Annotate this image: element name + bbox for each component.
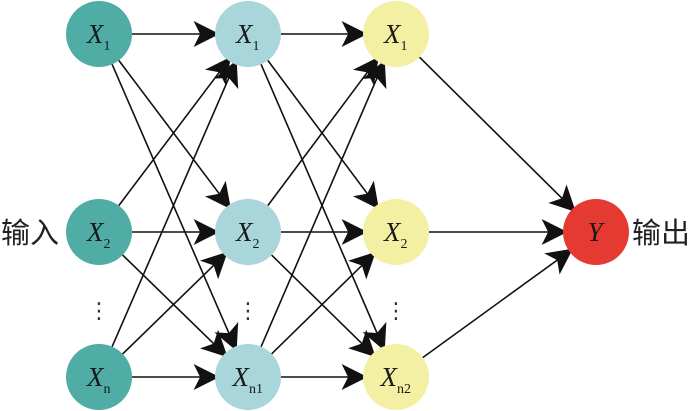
node-h2-1: X1 [363,1,429,67]
node-in-n: Xn [66,344,132,410]
node-h1-1: X1 [215,1,281,67]
node-h1-2: X2 [215,199,281,265]
node-label: X1 [235,19,260,54]
edge-h1-2-to-h2-1 [267,56,379,207]
node-h2-n2: Xn2 [363,344,429,410]
node-label: Xn [86,362,111,397]
node-label: X2 [235,217,260,252]
input-ellipsis: ⋮ [88,299,110,324]
edge-in-2-to-h1-1 [118,56,231,207]
node-circle [215,1,281,67]
node-circle [215,344,281,410]
edge-h1-n1-to-h2-1 [260,60,387,348]
node-label: X2 [383,217,408,252]
node-label: X1 [86,19,111,54]
hidden2-ellipsis: ⋮ [385,299,407,324]
edge-h1-1-to-h2-2 [267,59,379,210]
node-label: Y [588,217,606,247]
edge-h2-n2-to-out-y [422,248,574,359]
edge-h2-1-to-out-y [418,56,576,213]
output-side-label: 输出 [632,216,690,250]
node-circle [363,199,429,265]
hidden1-ellipsis: ⋮ [237,299,259,324]
edge-in-2-to-h1-n1 [122,254,228,358]
node-out-y: Y [563,199,629,265]
edge-h1-2-to-h2-n2 [271,254,376,358]
connections [111,21,576,390]
node-label: Xn1 [232,362,264,397]
node-label: X1 [383,19,408,54]
node-circle [215,199,281,265]
node-circle [363,1,429,67]
edge-in-1-to-h1-2 [118,59,231,210]
node-circle [66,1,132,67]
node-circle [66,199,132,265]
node-label: X2 [86,217,111,252]
node-circle [363,344,429,410]
node-circle [563,199,629,265]
edge-in-n-to-h1-1 [111,60,239,348]
node-in-1: X1 [66,1,132,67]
node-h2-2: X2 [363,199,429,265]
node-h1-n1: Xn1 [215,344,281,410]
edge-h1-n1-to-h2-2 [271,251,376,355]
node-circle [66,344,132,410]
node-in-2: X2 [66,199,132,265]
input-side-label: 输入 [1,216,59,250]
node-label: Xn2 [380,362,412,397]
edge-in-n-to-h1-2 [122,251,228,355]
